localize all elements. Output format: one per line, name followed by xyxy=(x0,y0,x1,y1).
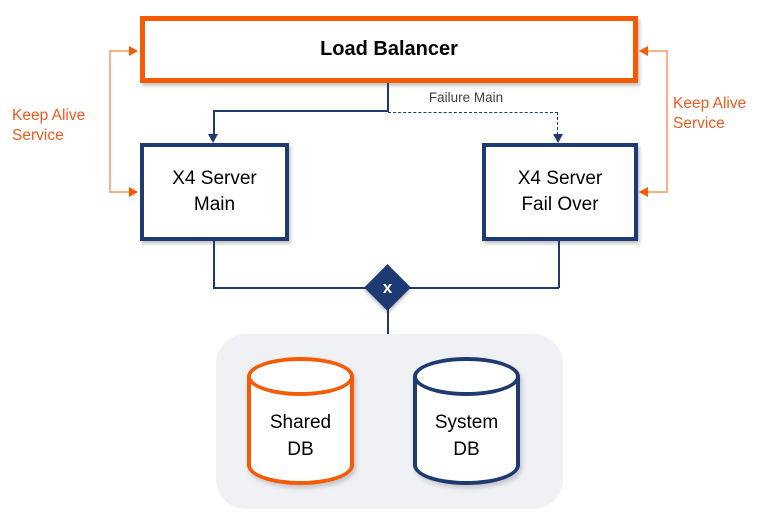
connector-main-down xyxy=(213,241,215,288)
connector-lb-down xyxy=(387,83,389,111)
keep-alive-right-bottom-line xyxy=(646,191,668,193)
keep-alive-right-top-line xyxy=(646,50,668,52)
server-failover-label: X4 Server Fail Over xyxy=(517,168,603,215)
connector-junction-down xyxy=(387,308,389,335)
load-balancer-node: Load Balancer xyxy=(140,16,638,83)
connector-failure-dashed-v xyxy=(557,112,558,135)
server-main-label: X4 Server Main xyxy=(172,168,257,215)
shared-db-label: Shared DB xyxy=(269,412,332,460)
server-failover-node: X4 Server Fail Over xyxy=(482,143,638,241)
keep-alive-left-top-line xyxy=(109,50,131,52)
arrow-right-lb-icon xyxy=(129,46,138,56)
server-main-node: X4 Server Main xyxy=(140,143,289,241)
system-db-top xyxy=(413,357,520,396)
system-db-label: System DB xyxy=(434,412,499,460)
arrow-right-main-icon xyxy=(129,187,138,197)
load-balancer-label: Load Balancer xyxy=(320,38,458,60)
arrow-down-failover-icon xyxy=(553,134,563,143)
connector-to-main xyxy=(213,110,215,135)
arrow-left-lb-icon xyxy=(639,46,648,56)
keep-alive-left-bottom-line xyxy=(109,191,131,193)
system-db-cylinder: System DB xyxy=(413,357,520,485)
keep-alive-left-line xyxy=(109,51,111,193)
shared-db-top xyxy=(247,357,354,396)
junction-label: x xyxy=(382,277,393,297)
failure-main-label: Failure Main xyxy=(428,90,504,105)
keep-alive-left-label: Keep Alive Service xyxy=(12,107,86,144)
arrow-down-main-icon xyxy=(208,134,218,143)
connector-branch-left xyxy=(213,110,389,112)
connector-failover-down xyxy=(558,241,560,288)
keep-alive-right-label: Keep Alive Service xyxy=(673,95,747,132)
keep-alive-right-line xyxy=(666,51,668,193)
arrow-left-failover-icon xyxy=(639,187,648,197)
connector-failure-dashed-h xyxy=(388,112,558,113)
shared-db-cylinder: Shared DB xyxy=(247,357,354,485)
